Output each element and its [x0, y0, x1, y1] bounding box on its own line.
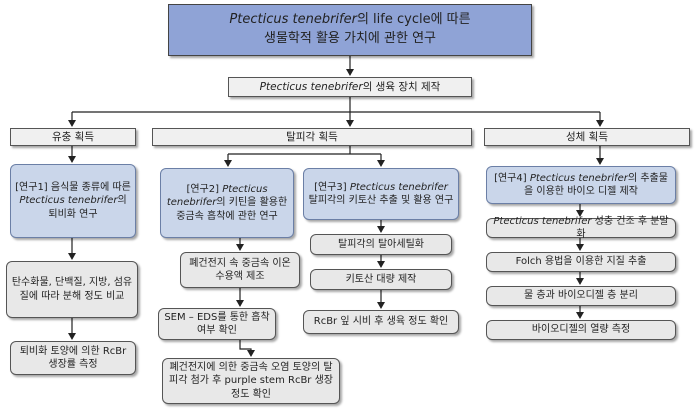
study4-prefix: [연구4] [494, 172, 530, 184]
adult-step2-label: Folch 용법을 이용한 지질 추출 [515, 256, 647, 268]
study2-step2: SEM – EDS를 통한 흡착 여부 확인 [158, 308, 276, 340]
diagram-title: Ptecticus tenebrifer의 life cycle에 따른 생물학… [168, 4, 532, 56]
study4-species: Ptecticus tenebrifer [529, 172, 628, 184]
study2-suffix: 의 키틴을 활용한 중금속 흡착에 관한 연구 [176, 197, 288, 222]
study2-box: [연구2] Ptecticus tenebrifer의 키틴을 활용한 중금속 … [160, 168, 294, 238]
study2-step3-label: 폐건전지에 의한 중금속 오염 토양의 탈피각 첨가 후 purple stem… [169, 361, 333, 400]
branch-adult-label: 성체 획득 [566, 130, 608, 143]
branch-adult: 성체 획득 [484, 128, 690, 146]
study2-step1: 폐건전지 속 중금속 이온 수용액 제조 [180, 252, 300, 288]
study2-step1-label: 폐건전지 속 중금속 이온 수용액 제조 [189, 257, 291, 283]
study1-prefix: [연구1] 음식물 종류에 따른 [15, 181, 131, 193]
title-line1-rest: 의 life cycle에 따른 [356, 12, 471, 28]
adult-step1-species: Ptecticus tenebrifer [493, 215, 592, 227]
title-line2: 생물학적 활용 가치에 관한 연구 [263, 31, 436, 46]
rearing-species: Ptecticus tenebrifer [259, 80, 363, 93]
arrow-s2step2-to-s2step3 [239, 340, 255, 357]
adult-step2: Folch 용법을 이용한 지질 추출 [486, 252, 676, 272]
branch-exuviae: 탈피각 획득 [152, 128, 472, 146]
adult-step4: 바이오디젤의 열량 측정 [486, 320, 676, 340]
study3-species: Ptecticus tenebrifer [349, 181, 448, 193]
study3-step1: 탈피각의 탈아세틸화 [310, 234, 452, 255]
adult-step4-label: 바이오디젤의 열량 측정 [531, 324, 631, 336]
study3-step3: RcBr 잎 시비 후 생육 정도 확인 [303, 310, 459, 334]
study4-suffix: 의 추출물을 이용한 바이오 디젤 제작 [524, 172, 668, 198]
study3-step3-label: RcBr 잎 시비 후 생육 정도 확인 [313, 316, 449, 328]
study3-prefix: [연구3] [314, 181, 350, 193]
study1-species: Ptecticus tenebrifer [19, 195, 118, 207]
study3-step2-label: 키토산 대량 제작 [345, 273, 417, 285]
study2-species: Ptecticus tenebrifer [166, 183, 268, 209]
study2-step3: 폐건전지에 의한 중금속 오염 토양의 탈피각 첨가 후 purple stem… [162, 358, 340, 404]
study1-box: [연구1] 음식물 종류에 따른 Ptecticus tenebrifer의 퇴… [10, 164, 136, 238]
study2-prefix: [연구2] [186, 183, 223, 195]
branch-larva-label: 유충 획득 [52, 130, 94, 143]
study3-suffix: 탈피각의 키토산 추출 및 활용 연구 [308, 195, 454, 206]
adult-step1-rest: 성충 건조 후 분말화 [576, 215, 669, 241]
study1-suffix: 의 퇴비화 연구 [48, 195, 127, 220]
larva-step1: 탄수화물, 단백질, 지방, 섬유질에 따라 분해 정도 비교 [6, 261, 138, 318]
rearing-box: Ptecticus tenebrifer의 생육 장치 제작 [228, 77, 472, 97]
branch-larva: 유충 획득 [10, 128, 136, 146]
study3-step1-label: 탈피각의 탈아세틸화 [338, 238, 424, 250]
adult-step1: Ptecticus tenebrifer 성충 건조 후 분말화 [486, 215, 676, 241]
rearing-rest: 의 생육 장치 제작 [362, 80, 441, 93]
larva-step2: 퇴비화 토양에 의한 RcBr 생장률 측정 [10, 341, 136, 375]
study3-box: [연구3] Ptecticus tenebrifer 탈피각의 키토산 추출 및… [303, 168, 459, 220]
title-species: Ptecticus tenebrifer [229, 12, 357, 28]
study2-step2-label: SEM – EDS를 통한 흡착 여부 확인 [164, 311, 270, 337]
branch-exuviae-label: 탈피각 획득 [286, 130, 338, 143]
adult-step3-label: 물 층과 바이오디젤 층 분리 [524, 290, 638, 302]
larva-step2-label: 퇴비화 토양에 의한 RcBr 생장률 측정 [19, 345, 127, 371]
study4-box: [연구4] Ptecticus tenebrifer의 추출물을 이용한 바이오… [486, 166, 676, 204]
larva-step1-label: 탄수화물, 단백질, 지방, 섬유질에 따라 분해 정도 비교 [11, 277, 133, 302]
adult-step3: 물 층과 바이오디젤 층 분리 [486, 286, 676, 306]
study3-step2: 키토산 대량 제작 [310, 269, 452, 290]
